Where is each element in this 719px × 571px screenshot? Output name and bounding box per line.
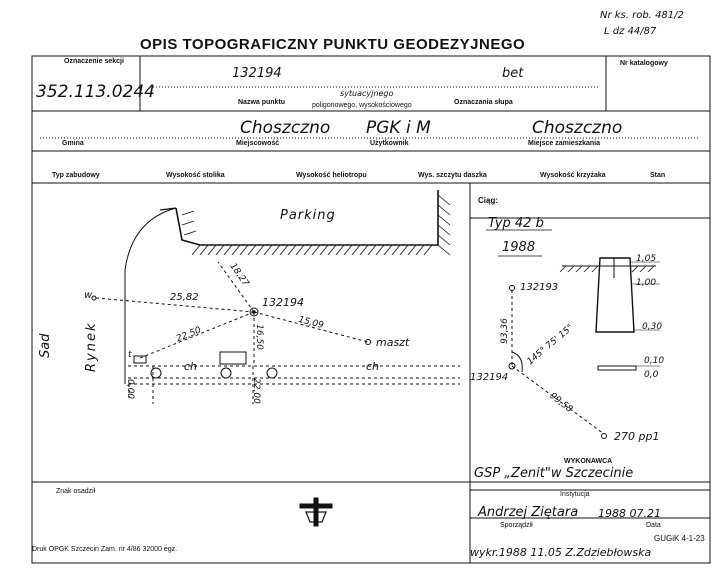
ciag-label: Ciąg: [478,196,498,205]
wysokosc-krzyzaka-label: Wysokość krzyżaka [540,172,606,179]
print-info: Druk OPGK Szczecin Zam. nr 4/86 32000 eg… [32,546,178,553]
ch-label-1: ch [184,360,198,373]
znak-label: Znak osadził [56,488,96,495]
maszt-label: maszt [376,336,410,349]
rynek-label: Rynek [84,321,99,373]
dist-25-82: 25,82 [170,292,199,303]
wykonawca-label: WYKONAWCA [564,458,613,465]
miejsce-value: Choszczno [532,118,623,138]
dist-22-00: 22,00 [250,378,261,404]
height-0-30: 0,30 [642,322,663,332]
uzytkownik-label: Użytkownik [370,140,409,147]
point-name-label: Nazwa punktu [238,99,286,106]
height-1-00: 1,00 [636,278,657,288]
form-title: OPIS TOPOGRAFICZNY PUNKTU GEODEZYJNEGO [140,36,526,53]
point-name-value: 132194 [232,66,282,81]
wysokosc-szczytu-label: Wys. szczytu daszka [418,172,487,179]
sad-label: Sad [38,333,53,358]
uzytkownik-value: PGK i M [366,118,431,138]
gmina-value: Choszczno [240,118,331,138]
instytucja-label: Instytucja [560,491,590,498]
log-number: L dz 44/87 [604,26,657,37]
height-0-10: 0,10 [644,356,665,366]
sketch-drawing [91,190,460,404]
slup-value: bet [502,66,524,81]
monument-diagram [559,257,660,371]
sekcja-label: Oznaczenie sekcji [64,58,124,65]
reference-number: Nr ks. rob. 481/2 [600,10,684,21]
point-132193: 132193 [520,282,559,293]
wykonawca-value: GSP „Zenit"w Szczecinie [474,466,634,481]
point-type-handwritten: sytuacyjnego [340,89,394,98]
form-code: GUGiK 4-1-23 [654,534,705,543]
emblem-icon [299,497,333,527]
data-value: 1988 07.21 [598,507,661,520]
verification-note: wykr.1988 11.05 Z.Zdziebłowska [470,546,652,559]
height-1-05: 1,05 [636,254,657,264]
point-270: 270 pp1 [614,430,660,443]
miejsce-label: Miejsce zamieszkania [528,140,600,147]
parking-label: Parking [280,208,336,223]
w-label: w [84,290,93,301]
wysokosc-heliotropu-label: Wysokość heliotropu [296,172,367,179]
sporzadzil-value: Andrzej Ziętara [478,505,579,520]
dist-16-50: 16,50 [253,324,264,350]
height-0-0: 0,0 [644,370,659,380]
typ-zabudowy-label: Typ zabudowy [52,172,100,179]
wysokosc-stolika-label: Wysokość stolika [166,172,225,179]
sketch-point-label: 132194 [262,296,304,309]
monument-year: 1988 [502,240,536,255]
form-border [31,55,711,564]
gmina-label: Gmina [62,140,84,147]
dist-93-36: 93,36 [499,318,510,344]
monument-type: Typ 42 b [488,216,544,231]
stan-label: Stan [650,172,666,179]
ch-label-2: ch [366,360,380,373]
slup-label: Oznaczania słupa [454,99,513,106]
data-label: Data [646,522,661,529]
katalog-label: Nr katalogowy [620,60,668,67]
sekcja-value: 352.113.0244 [36,82,155,102]
point-type-options: poligonowego, wysokościowego [312,102,412,109]
miejscowosc-label: Miejscowość [236,140,280,147]
traverse-diagram [486,229,607,439]
point-132194: 132194 [470,372,509,383]
dist-0-00: 0,00 [125,378,136,400]
t-label: t [128,350,132,360]
sporzadzil-label: Sporządził [500,522,533,529]
